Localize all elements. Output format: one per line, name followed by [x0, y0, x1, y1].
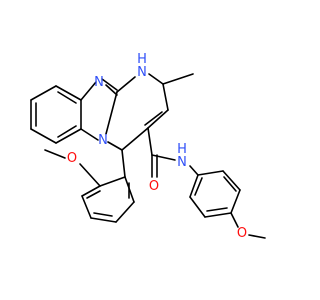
- bond-double: [144, 111, 163, 126]
- atom-labels: N N H N O O N H O: [67, 52, 247, 241]
- bond: [121, 149, 126, 178]
- bond: [30, 128, 57, 144]
- bond: [162, 83, 169, 111]
- bond-double: [57, 91, 77, 104]
- bond: [162, 73, 194, 85]
- bond: [189, 165, 199, 176]
- structure-diagram: N N H N O O N H O: [30, 52, 266, 241]
- bond: [121, 127, 149, 151]
- bridge-nitrogen-label: N: [98, 133, 108, 148]
- bond: [90, 217, 117, 223]
- bond: [116, 76, 136, 93]
- bond-double: [223, 176, 237, 192]
- ring-nitrogen-label: N: [94, 75, 104, 90]
- bond: [81, 185, 101, 197]
- nh-nitrogen-label: N: [137, 65, 147, 80]
- bond: [147, 127, 153, 156]
- bond-double: [93, 212, 113, 217]
- bond: [230, 212, 239, 228]
- bond: [81, 195, 92, 219]
- bond-double: [105, 84, 118, 96]
- bond: [147, 109, 169, 129]
- amide-hydrogen-label: H: [177, 142, 187, 157]
- bond: [151, 154, 176, 161]
- bond: [148, 73, 164, 85]
- molecule-canvas: N N H N O O N H O: [30, 52, 266, 241]
- bond: [105, 91, 118, 135]
- bond: [115, 201, 135, 223]
- methoxy-oxygen-label-left: O: [67, 151, 77, 166]
- carbonyl-oxygen-label: O: [149, 179, 159, 194]
- bond: [189, 174, 199, 198]
- bond: [44, 149, 66, 159]
- bond: [197, 170, 224, 176]
- bond-double: [206, 207, 228, 212]
- bond: [55, 85, 82, 101]
- bond: [79, 163, 101, 187]
- bond: [99, 176, 126, 187]
- bond: [30, 85, 57, 101]
- bond: [230, 189, 241, 214]
- bond-double: [57, 125, 77, 138]
- bond: [107, 141, 123, 151]
- nh-hydrogen-label: H: [137, 52, 147, 67]
- bonds: [30, 73, 266, 239]
- bond: [80, 81, 97, 101]
- bond: [80, 128, 99, 141]
- bond-double: [194, 177, 203, 196]
- bond: [248, 234, 266, 239]
- bond: [204, 212, 232, 218]
- bond-double: [86, 190, 101, 199]
- bond: [101, 78, 118, 91]
- bond: [222, 170, 241, 191]
- bond: [189, 196, 206, 218]
- amide-nitrogen-label: N: [177, 155, 187, 170]
- bond: [55, 128, 82, 144]
- methoxy-oxygen-label-right: O: [237, 226, 247, 241]
